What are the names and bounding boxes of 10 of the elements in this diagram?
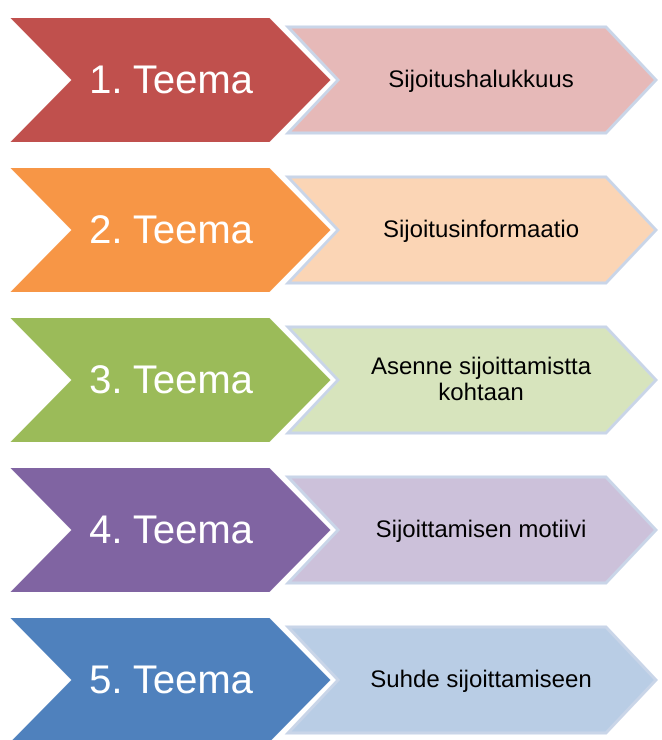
topic-label: Suhde sijoittamiseen bbox=[370, 666, 592, 694]
topic-label: Sijoitusinformaatio bbox=[382, 216, 580, 244]
topic-label: Asenne sijoittamistta kohtaan bbox=[370, 354, 592, 406]
theme-label: 4. Teema bbox=[89, 508, 253, 552]
theme-label: 1. Teema bbox=[89, 58, 253, 102]
theme-label: 5. Teema bbox=[89, 658, 253, 702]
topic-label: Sijoitushalukkuus bbox=[388, 66, 574, 94]
topic-label: Sijoittamisen motiivi bbox=[376, 516, 586, 544]
theme-label: 3. Teema bbox=[89, 358, 253, 402]
theme-label: 2. Teema bbox=[89, 208, 253, 252]
